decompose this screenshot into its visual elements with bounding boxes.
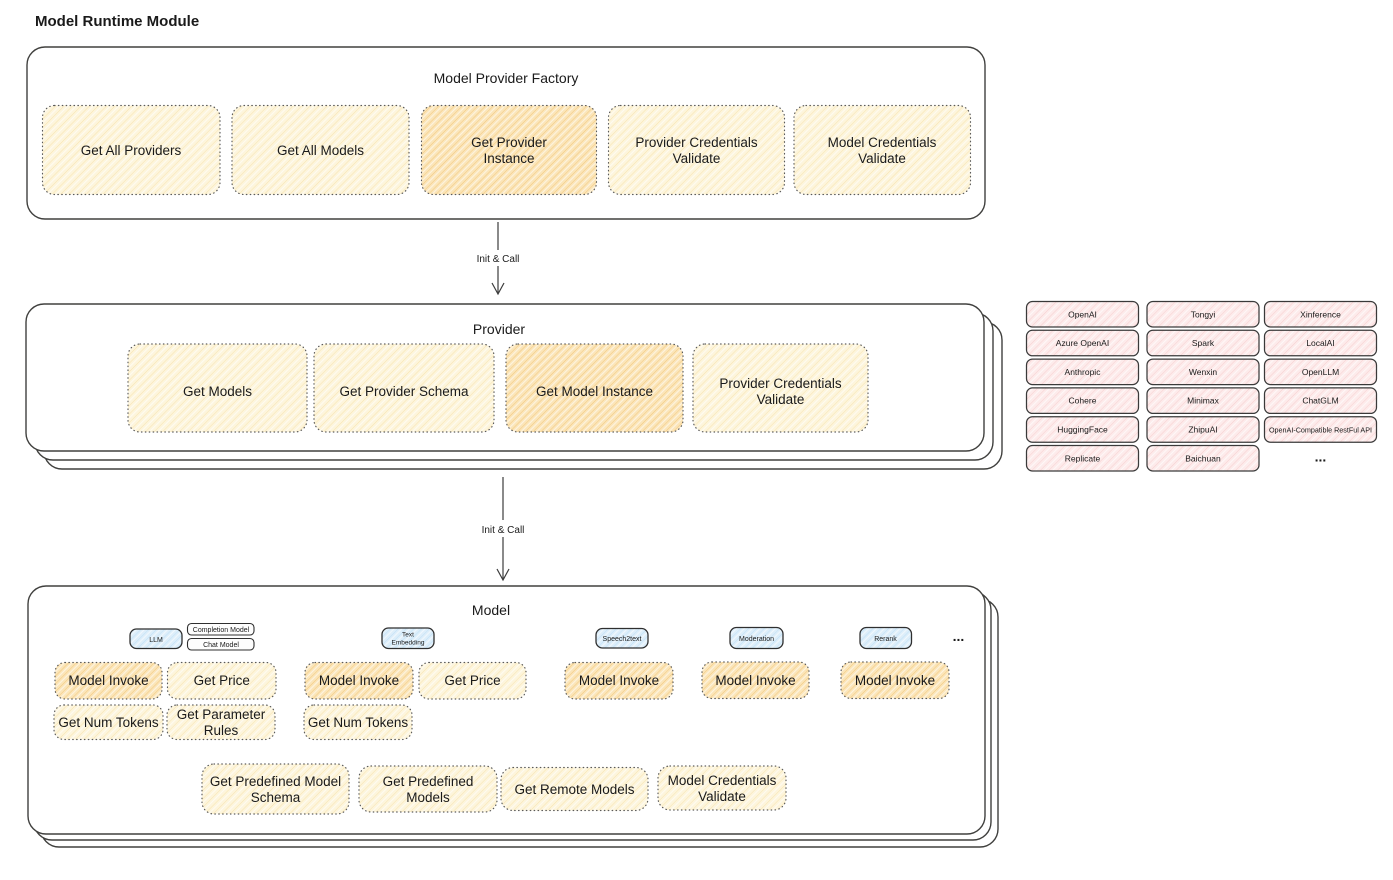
svg-text:Provider Credentials: Provider Credentials — [719, 376, 842, 391]
svg-text:Model Runtime Module: Model Runtime Module — [35, 13, 199, 30]
svg-text:Xinference: Xinference — [1300, 309, 1341, 319]
svg-text:Schema: Schema — [251, 790, 301, 805]
svg-text:Get Predefined Model: Get Predefined Model — [210, 774, 341, 789]
svg-text:Models: Models — [406, 790, 450, 805]
svg-text:Anthropic: Anthropic — [1065, 367, 1102, 377]
svg-text:Chat Model: Chat Model — [203, 642, 239, 649]
svg-text:Model Invoke: Model Invoke — [855, 673, 935, 688]
svg-text:Get Num Tokens: Get Num Tokens — [308, 715, 409, 730]
svg-text:Get Predefined: Get Predefined — [383, 774, 474, 789]
svg-text:Tongyi: Tongyi — [1191, 309, 1216, 319]
svg-text:LLM: LLM — [149, 637, 163, 644]
svg-text:Get Parameter: Get Parameter — [177, 707, 266, 722]
svg-text:OpenAI-Compatible RestFul API: OpenAI-Compatible RestFul API — [1269, 426, 1372, 435]
svg-text:Get Num Tokens: Get Num Tokens — [58, 715, 159, 730]
svg-text:Moderation: Moderation — [739, 636, 774, 643]
svg-text:Completion Model: Completion Model — [193, 627, 250, 634]
svg-text:ChatGLM: ChatGLM — [1302, 396, 1338, 406]
svg-text:Wenxin: Wenxin — [1189, 367, 1217, 377]
svg-text:Model Provider Factory: Model Provider Factory — [434, 70, 579, 86]
svg-text:Get Remote Models: Get Remote Models — [514, 782, 634, 797]
svg-text:Azure OpenAI: Azure OpenAI — [1056, 338, 1109, 348]
svg-text:Get Provider Schema: Get Provider Schema — [339, 384, 469, 399]
svg-text:Text: Text — [402, 632, 414, 639]
svg-text:Model Invoke: Model Invoke — [579, 673, 659, 688]
svg-text:Validate: Validate — [858, 151, 906, 166]
svg-text:Instance: Instance — [483, 151, 534, 166]
svg-text:...: ... — [1315, 449, 1327, 465]
svg-text:Init & Call: Init & Call — [477, 254, 520, 265]
svg-text:Speech2text: Speech2text — [603, 636, 642, 643]
svg-text:Model Credentials: Model Credentials — [828, 135, 937, 150]
svg-text:Get Price: Get Price — [444, 673, 500, 688]
svg-text:Provider Credentials: Provider Credentials — [635, 135, 758, 150]
svg-text:Get Model Instance: Get Model Instance — [536, 384, 653, 399]
svg-text:Get Provider: Get Provider — [471, 135, 547, 150]
svg-text:Model Credentials: Model Credentials — [668, 773, 777, 788]
svg-text:Embedding: Embedding — [392, 640, 425, 647]
svg-text:Get All Models: Get All Models — [277, 143, 364, 158]
svg-text:HuggingFace: HuggingFace — [1057, 425, 1108, 435]
svg-text:Model Invoke: Model Invoke — [68, 673, 148, 688]
svg-text:Rules: Rules — [204, 723, 239, 738]
svg-text:Cohere: Cohere — [1069, 396, 1097, 406]
svg-text:Validate: Validate — [673, 151, 721, 166]
svg-text:Validate: Validate — [757, 392, 805, 407]
svg-text:Get Price: Get Price — [194, 673, 250, 688]
svg-text:Minimax: Minimax — [1187, 396, 1219, 406]
svg-text:OpenAI: OpenAI — [1068, 309, 1097, 319]
svg-text:Get All Providers: Get All Providers — [81, 143, 182, 158]
svg-text:...: ... — [953, 628, 965, 644]
svg-text:Provider: Provider — [473, 321, 525, 337]
svg-text:Model Invoke: Model Invoke — [715, 673, 795, 688]
svg-text:Rerank: Rerank — [874, 636, 897, 643]
svg-text:Model Invoke: Model Invoke — [319, 673, 399, 688]
svg-text:Spark: Spark — [1192, 338, 1215, 348]
svg-text:Init & Call: Init & Call — [482, 525, 525, 536]
svg-text:Model: Model — [472, 602, 510, 618]
svg-text:OpenLLM: OpenLLM — [1302, 367, 1339, 377]
svg-text:Validate: Validate — [698, 789, 746, 804]
svg-text:LocalAI: LocalAI — [1306, 338, 1334, 348]
svg-text:Baichuan: Baichuan — [1185, 453, 1221, 463]
svg-text:Get Models: Get Models — [183, 384, 252, 399]
svg-text:Replicate: Replicate — [1065, 453, 1101, 463]
svg-text:ZhipuAI: ZhipuAI — [1188, 425, 1217, 435]
